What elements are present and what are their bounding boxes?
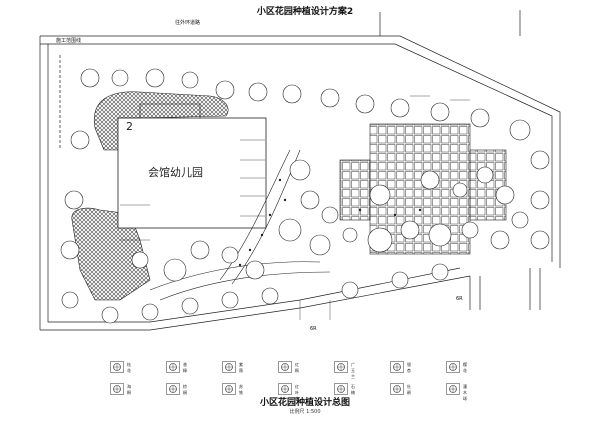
tree-symbol-2 (166, 361, 180, 373)
legend-label: 广玉兰 (351, 362, 355, 379)
drawing-header: 小区花园种植设计方案2 (256, 7, 354, 17)
tree-symbol-6 (390, 361, 404, 373)
building-label: 会馆幼儿园 (148, 165, 203, 179)
road-label: 往外环道路 (175, 19, 200, 26)
shrub-dots (238, 178, 422, 267)
tree-symbol-10 (222, 383, 236, 395)
section-number: 2 (126, 120, 133, 133)
scale-note: 比例尺 1:500 (289, 409, 321, 415)
tree-symbol-13 (390, 383, 404, 395)
gate-mark: 6R (310, 326, 317, 332)
legend-item: 红枫 (278, 358, 299, 377)
tree-symbol-11 (278, 383, 292, 395)
legend-item: 灌木球 (446, 380, 467, 401)
legend-label: 红叶李 (295, 384, 299, 401)
legend-label: 棕榈 (183, 384, 187, 395)
legend-item: 苏铁 (222, 380, 243, 399)
planting-bed (93, 91, 229, 151)
tree-symbol-1 (110, 361, 124, 373)
legend-item: 杜鹃 (390, 380, 411, 399)
legend-label: 石楠 (351, 384, 355, 395)
legend-label: 灌木球 (463, 384, 467, 401)
tree-symbol-5 (334, 361, 348, 373)
drawing-title: 小区花园种植设计总图 (259, 398, 350, 408)
legend-item: 银杏 (390, 358, 411, 377)
legend-item: 海桐 (110, 380, 131, 399)
legend-item: 桂花 (110, 358, 131, 377)
paving-grid (339, 123, 507, 255)
gate-mark: 6R (456, 296, 463, 302)
shrub-symbol (446, 383, 460, 395)
legend-item: 香樟 (166, 358, 187, 377)
legend-label: 香樟 (183, 362, 187, 373)
legend-label: 苏铁 (239, 384, 243, 395)
legend-label: 紫薇 (239, 362, 243, 373)
legend-label: 樱花 (463, 362, 467, 373)
tree-symbol-4 (278, 361, 292, 373)
tree-symbol-7 (446, 361, 460, 373)
legend-label: 红枫 (295, 362, 299, 373)
street-trees (60, 68, 550, 324)
legend-item: 红叶李 (278, 380, 299, 401)
legend-item: 樱花 (446, 358, 467, 377)
tree-symbol-12 (334, 383, 348, 395)
kindergarten-building (117, 117, 267, 229)
legend-label: 杜鹃 (407, 384, 411, 395)
legend-label: 桂花 (127, 362, 131, 373)
legend-item: 广玉兰 (334, 358, 355, 379)
tree-symbol-9 (166, 383, 180, 395)
tree-symbol-3 (222, 361, 236, 373)
legend-label: 银杏 (407, 362, 411, 373)
planting-bed (71, 207, 151, 301)
legend-label: 海桐 (127, 384, 131, 395)
legend-item: 棕榈 (166, 380, 187, 399)
area-label: 施工范围线 (56, 37, 81, 44)
legend-item: 石楠 (334, 380, 355, 399)
planting-clusters (131, 159, 529, 282)
tree-symbol-8 (110, 383, 124, 395)
leaders (120, 95, 470, 320)
legend-item: 紫薇 (222, 358, 243, 377)
